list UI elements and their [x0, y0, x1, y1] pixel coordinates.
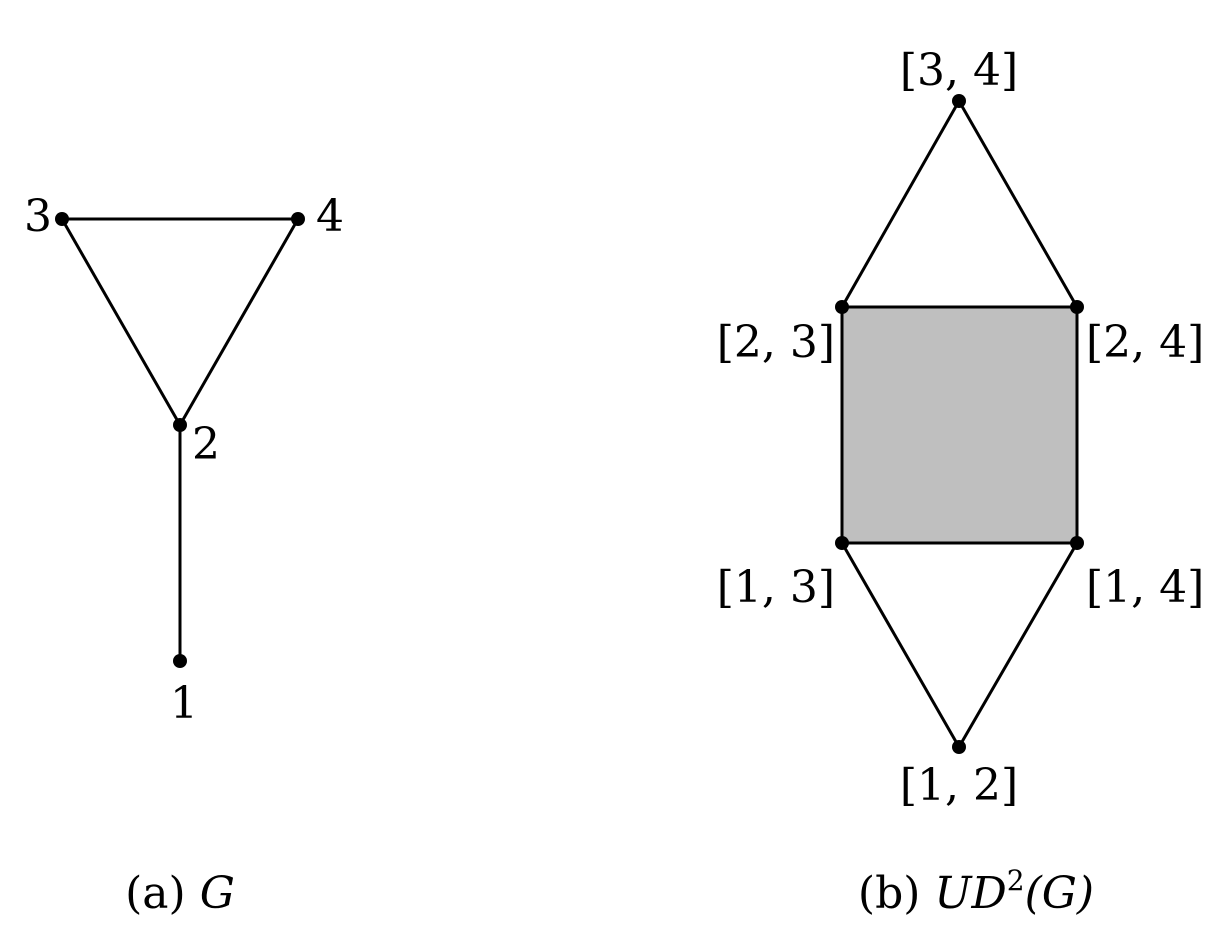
- vertex-label-34: [3, 4]: [900, 45, 1018, 96]
- vertex-label-1: 1: [170, 678, 198, 729]
- graph-ud2: [3, 4] [2, 3] [2, 4] [1, 3] [1, 4] [1, 2…: [717, 45, 1205, 811]
- vertex-4: [291, 212, 305, 226]
- vertex-label-4: 4: [316, 191, 344, 242]
- vertex-label-14: [1, 4]: [1086, 562, 1204, 613]
- edge-13-12: [840, 542, 961, 748]
- vertex-12: [952, 740, 966, 754]
- vertex-24: [1070, 300, 1084, 314]
- caption-a-tag: (a): [125, 868, 186, 919]
- caption-b: (b) UD2(G): [858, 864, 1094, 919]
- caption-b-sup: 2: [1007, 864, 1025, 897]
- edge-3-2: [60, 218, 182, 426]
- vertex-label-23: [2, 3]: [717, 317, 835, 368]
- vertex-14: [1070, 536, 1084, 550]
- caption-a: (a) G: [125, 868, 235, 919]
- caption-b-arg: (G): [1025, 868, 1094, 919]
- shaded-square-face: [840, 305, 1079, 545]
- vertex-label-12: [1, 2]: [900, 760, 1018, 811]
- edge-14-12: [957, 542, 1079, 748]
- vertex-23: [835, 300, 849, 314]
- vertex-13: [835, 536, 849, 550]
- caption-a-name: G: [200, 868, 235, 919]
- graph-g: 3 4 2 1: [24, 191, 344, 729]
- edge-4-2: [178, 218, 300, 426]
- edge-34-23: [840, 100, 961, 308]
- vertex-label-2: 2: [192, 419, 220, 470]
- vertex-3: [55, 212, 69, 226]
- vertex-2: [173, 418, 187, 432]
- vertex-34: [952, 94, 966, 108]
- caption-b-name: UD: [934, 868, 1006, 919]
- caption-b-tag: (b): [858, 868, 921, 919]
- vertex-label-24: [2, 4]: [1086, 317, 1204, 368]
- vertex-label-3: 3: [24, 191, 52, 242]
- vertex-label-13: [1, 3]: [717, 562, 835, 613]
- edge-34-24: [957, 100, 1079, 308]
- vertex-1: [173, 654, 187, 668]
